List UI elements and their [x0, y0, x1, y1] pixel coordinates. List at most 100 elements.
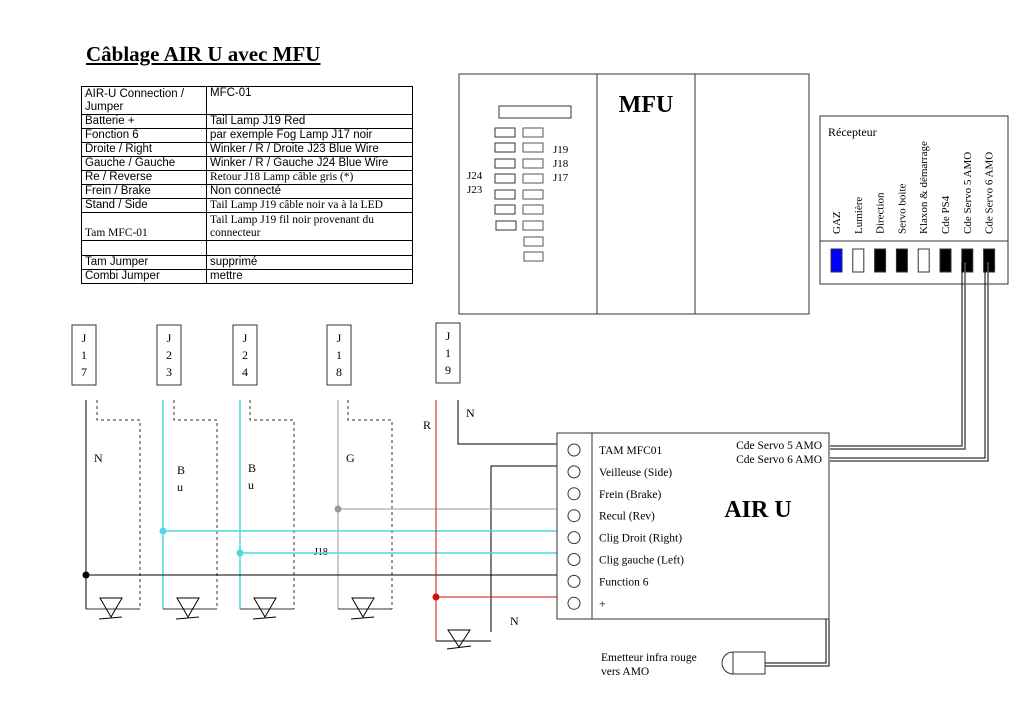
lamp-symbol-icon: [446, 645, 472, 650]
mfu-slot: [522, 142, 544, 153]
airu-pin-terminal: [567, 487, 581, 501]
connector-j19: [435, 322, 461, 384]
airu-unit: AIR U Cde Servo 5 AMO Cde Servo 6 AMO TA…: [556, 432, 830, 620]
return-path-dashed: [173, 400, 218, 609]
servo-wires: [830, 262, 989, 462]
lamp-symbol-icon: [99, 597, 123, 618]
airu-pin-terminal: [567, 443, 581, 457]
table-row: Fonction 6 par exemple Fog Lamp J17 noir: [81, 128, 413, 143]
table-row: [81, 240, 413, 256]
table-row: Stand / Side Tail Lamp J19 câble noir va…: [81, 198, 413, 213]
lamp-symbol-icon: [350, 616, 375, 620]
wiring-table: AIR-U Connection / Jumper MFC-01 Batteri…: [81, 86, 413, 284]
connector-label-char: 4: [242, 365, 248, 379]
receiver-channel-label: GAZ: [831, 211, 843, 234]
table-cell-left: Droite / Right: [81, 142, 207, 157]
mfu-unit: MFU J19 J18 J17 J24 J23: [458, 73, 810, 315]
mfu-slot: [494, 158, 516, 169]
junction-dot-grey: [334, 505, 342, 513]
wire-label-j19-n: N: [466, 406, 475, 420]
mfu-label-j18: J18: [553, 158, 569, 170]
receiver-channel-slot: [830, 248, 843, 273]
receiver-channel-slot: [874, 248, 887, 273]
j19-circuit: [435, 400, 491, 650]
mfu-slot: [495, 220, 517, 231]
table-cell-left: Stand / Side: [81, 198, 207, 213]
connector-j17: [71, 324, 97, 386]
connector-label-char: 1: [81, 348, 87, 362]
receiver-channel-label: Lumière: [853, 197, 865, 234]
connector-label-char: J: [167, 331, 172, 345]
table-cell-right: par exemple Fog Lamp J17 noir: [206, 128, 413, 143]
servo6-wire: [830, 262, 986, 459]
mfu-outline: [458, 73, 810, 315]
connector-j18: [326, 324, 352, 386]
airu-servo5-label: Cde Servo 5 AMO: [736, 440, 822, 452]
receiver-channel-label: Cde Servo 5 AMO: [962, 152, 974, 234]
airu-pin-label: Clig Droit (Right): [599, 533, 682, 545]
ground-label-n: N: [510, 614, 519, 628]
emitter-wire: [765, 619, 830, 667]
wire-label-j23-b: B: [177, 463, 185, 477]
lamp-symbol-icon: [351, 597, 375, 618]
receiver-outline: [819, 115, 1009, 285]
mfu-label-j24: J24: [467, 170, 483, 182]
connector-label-char: 2: [166, 348, 172, 362]
wire-label-j24-u: u: [248, 478, 254, 492]
return-path-dashed: [347, 400, 393, 609]
ir-led-body: [732, 651, 766, 675]
emitter-wire: [765, 619, 827, 664]
airu-title: AIR U: [724, 497, 791, 523]
receiver-title: Récepteur: [828, 125, 877, 139]
mfu-slot: [494, 189, 516, 200]
connector-j24: [232, 324, 258, 386]
receiver-channel-slot: [939, 248, 952, 273]
junction-dot-blue: [159, 527, 167, 535]
airu-pin-terminal: [567, 531, 581, 545]
wire-label-j23-u: u: [177, 480, 183, 494]
signal-wires: [86, 400, 557, 632]
airu-pin-label: Function 6: [599, 576, 649, 588]
receiver-channel-slot: [961, 248, 974, 273]
connector-label-char: J: [337, 331, 342, 345]
mfu-connector-slots: [494, 127, 544, 262]
receiver-channel-label: Direction: [875, 192, 887, 234]
mfu-slot: [494, 204, 516, 215]
mfu-slot: [523, 251, 544, 262]
connector-label-char: J: [82, 331, 87, 345]
connector-label-char: 9: [445, 363, 451, 377]
connector-label-char: 7: [81, 365, 87, 379]
table-row: AIR-U Connection / Jumper MFC-01: [81, 86, 413, 115]
table-row: Tam MFC-01 Tail Lamp J19 fil noir proven…: [81, 212, 413, 241]
wire-label-j19-r: R: [423, 418, 431, 432]
mfu-slot: [522, 127, 544, 138]
emitter: [721, 619, 830, 675]
mfu-label-j19: J19: [553, 144, 569, 156]
wire-label-j17: N: [94, 451, 103, 465]
mfu-slot: [522, 189, 544, 200]
table-cell-left: Tam Jumper: [81, 255, 207, 270]
connector-label-char: 2: [242, 348, 248, 362]
connector-label-char: 1: [445, 346, 451, 360]
table-cell-left: AIR-U Connection / Jumper: [81, 86, 207, 115]
airu-pin-label: Frein (Brake): [599, 489, 661, 501]
airu-outline: [556, 432, 830, 620]
junction-dot-black: [82, 571, 90, 579]
emitter-label-line2: vers AMO: [601, 666, 649, 678]
airu-pin-label: +: [599, 598, 606, 610]
mfu-slot: [522, 173, 544, 184]
receiver-channel-label: Klaxon & démarrage: [918, 141, 930, 234]
connector-label-char: J: [243, 331, 248, 345]
airu-pin-terminal: [567, 553, 581, 566]
airu-pin-terminal: [567, 574, 581, 588]
connector-label-char: 1: [336, 348, 342, 362]
mfu-title: MFU: [619, 92, 674, 118]
connector-j23: [156, 324, 182, 386]
mfu-slot: [522, 158, 544, 169]
receiver-channel-label: Cde PS4: [940, 195, 952, 234]
wire-label-j24-b: B: [248, 461, 256, 475]
table-row: Re / Reverse Retour J18 Lamp câble gris …: [81, 170, 413, 185]
